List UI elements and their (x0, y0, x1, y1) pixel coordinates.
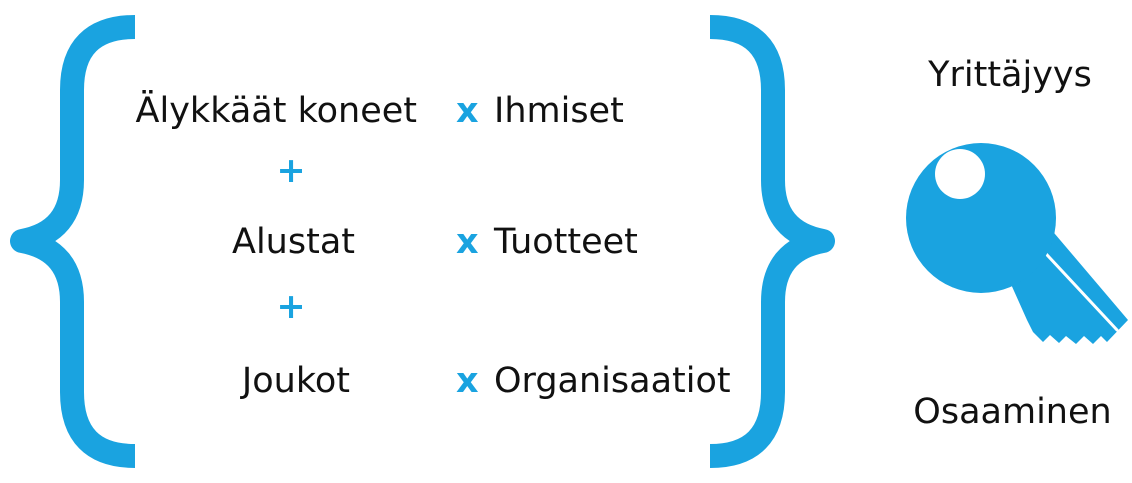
row-3-multiply-symbol: x (456, 361, 479, 401)
row-2-multiply-symbol: x (456, 222, 479, 262)
row-1-left-term: Älykkäät koneet (135, 91, 417, 131)
row-1-multiply-symbol: x (456, 91, 479, 131)
row-2-left-term: Alustat (232, 222, 355, 262)
plus-symbol-1: + (276, 151, 306, 191)
entrepreneurship-label: Yrittäjyys (928, 55, 1092, 95)
right-curly-brace (709, 15, 835, 468)
row-3-right-term: Organisaatiot (494, 361, 731, 401)
left-curly-brace (10, 15, 136, 468)
row-2-right-term: Tuotteet (494, 222, 638, 262)
plus-symbol-2: + (276, 287, 306, 327)
row-1-right-term: Ihmiset (494, 91, 624, 131)
key-icon (906, 143, 1128, 344)
row-3-left-term: Joukot (241, 361, 350, 401)
competence-label: Osaaminen (913, 392, 1112, 432)
